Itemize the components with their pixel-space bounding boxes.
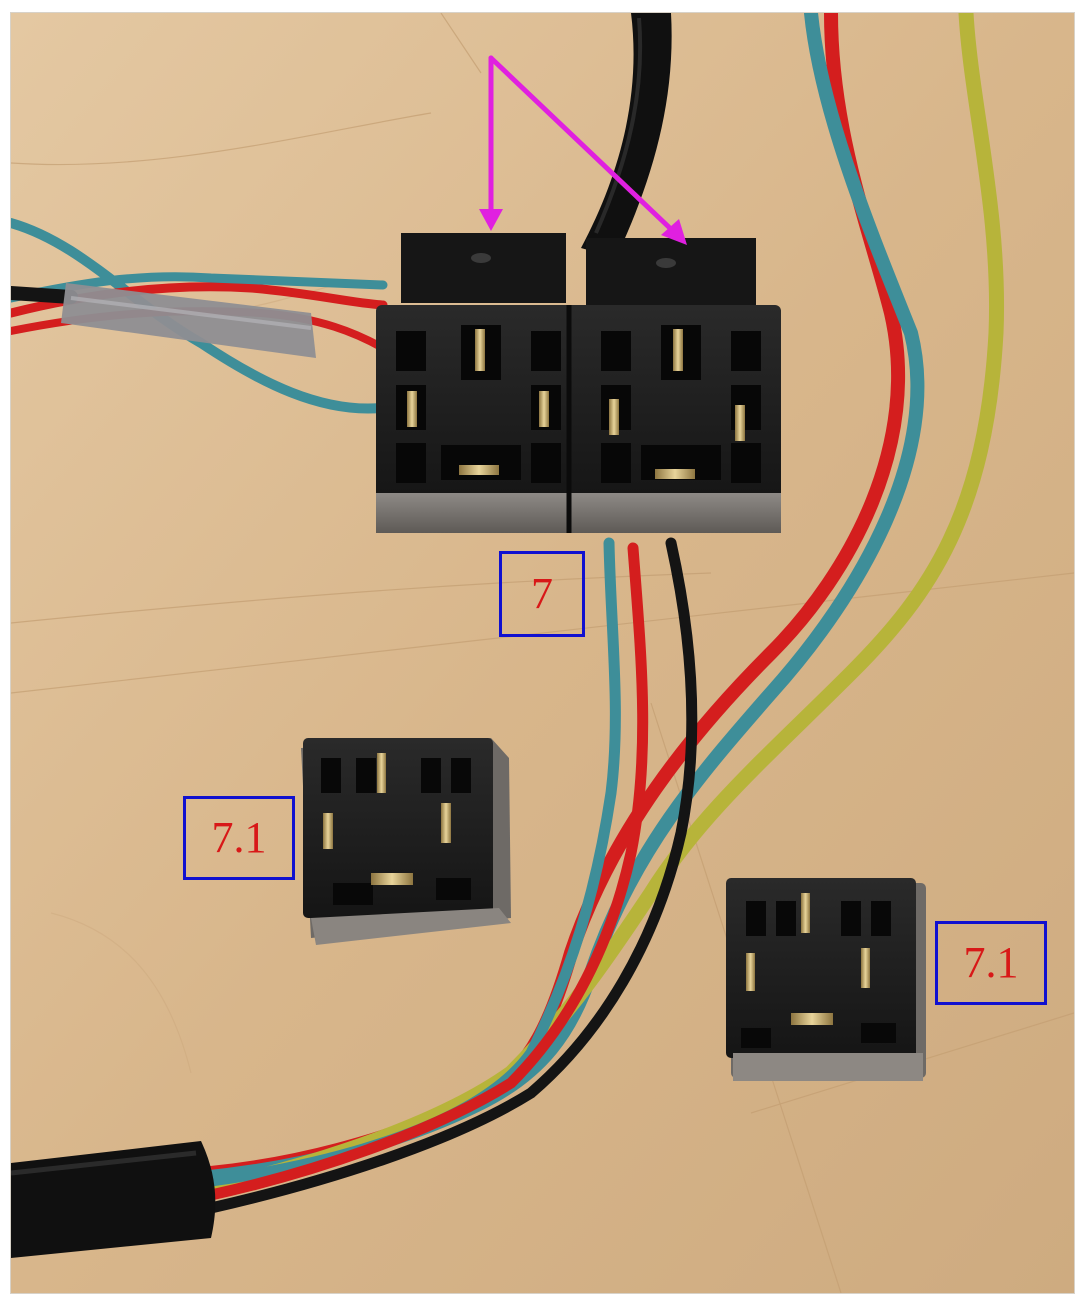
relay-71-right	[726, 878, 926, 1081]
gray-tape	[61, 283, 316, 358]
relay-71-left	[301, 738, 511, 945]
wooden-floor	[11, 13, 1074, 1293]
callout-label-71-right: 7.1	[935, 921, 1047, 1005]
black-sheath-bottom	[11, 1141, 216, 1258]
callout-label-7: 7	[499, 551, 585, 637]
photo: 7 7.1 7.1	[10, 12, 1075, 1294]
relay-socket-7	[376, 233, 781, 533]
wires-socket-bottom	[205, 537, 698, 1214]
callout-label-71-left: 7.1	[183, 796, 295, 880]
relay-harness-photo	[11, 13, 1074, 1293]
pointer-arrows	[479, 55, 687, 245]
black-sheath-top	[581, 13, 672, 258]
